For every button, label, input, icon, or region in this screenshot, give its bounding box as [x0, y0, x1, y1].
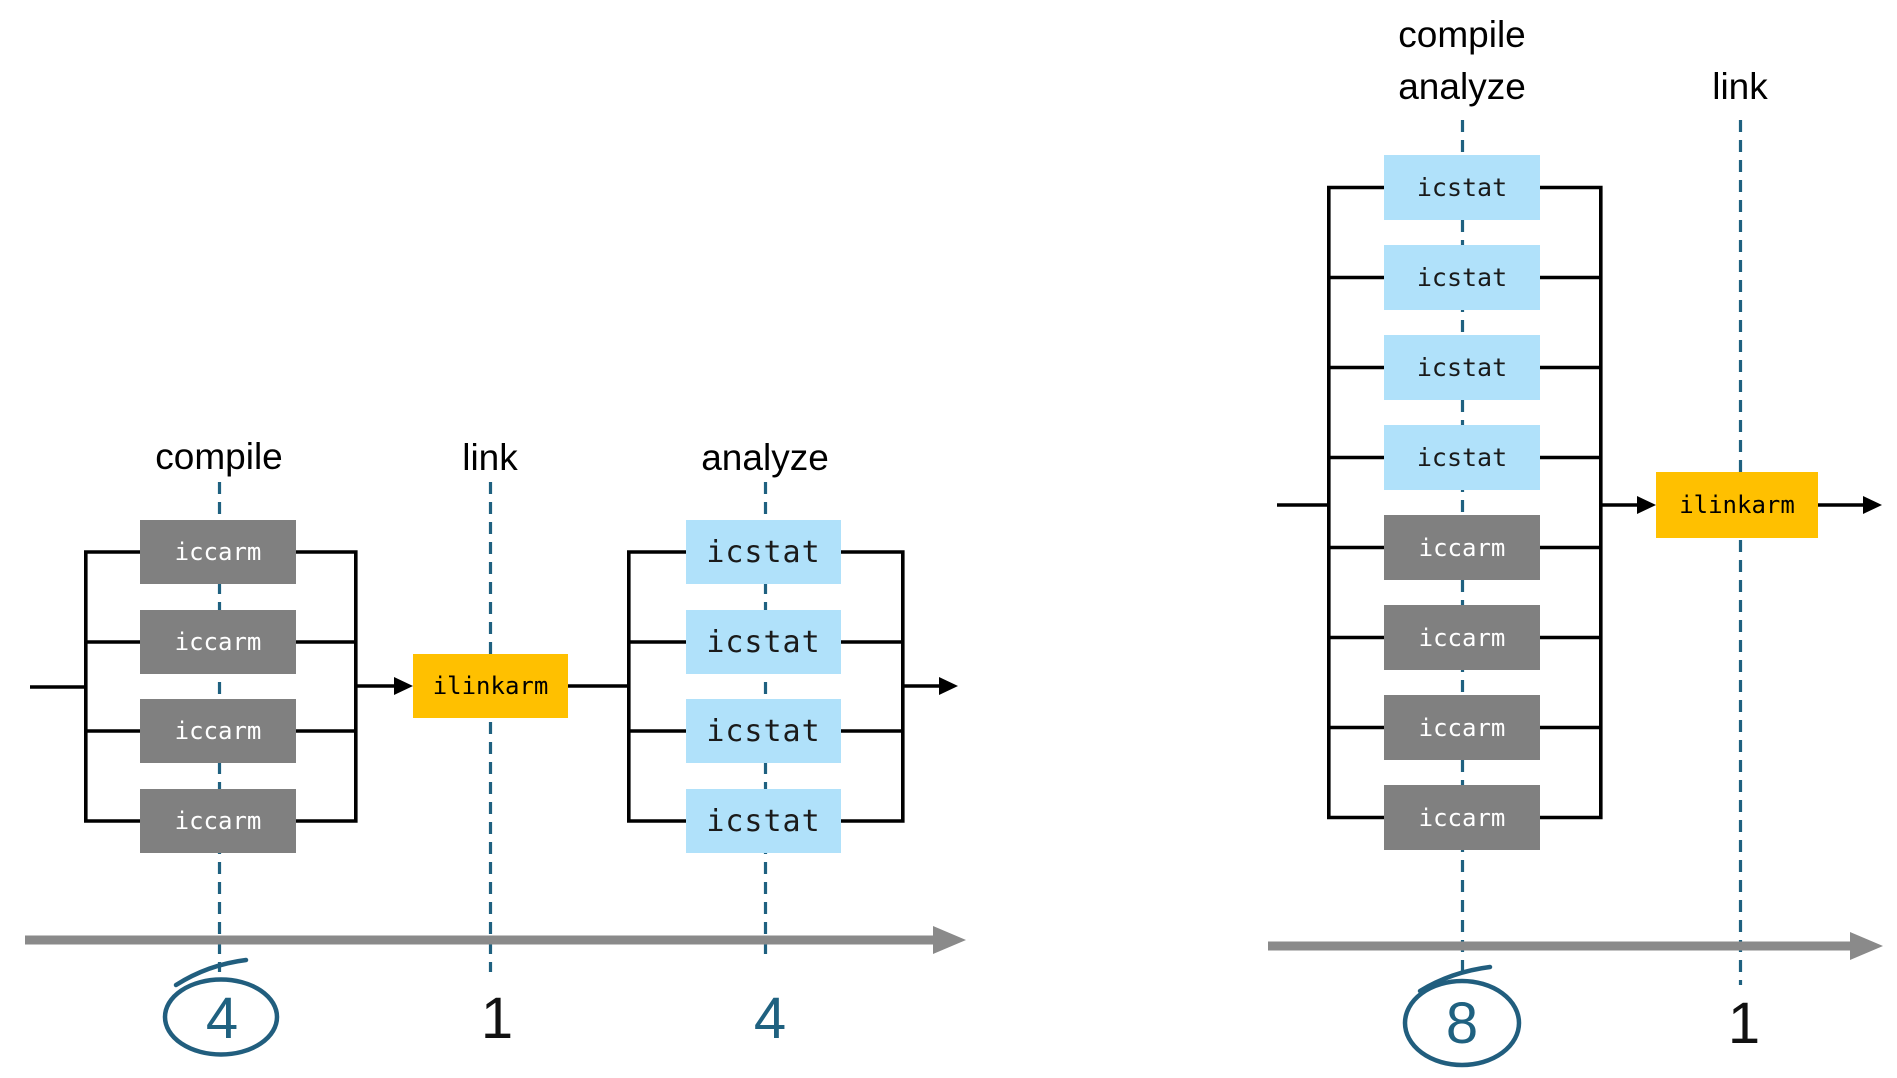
left-count-circle: [162, 977, 280, 1057]
icstat-box: icstat: [686, 789, 841, 853]
left-count-compile: 4: [205, 986, 239, 1051]
icstat-box: icstat: [1384, 425, 1540, 490]
right-phase-label-compile: compile: [1398, 14, 1526, 55]
left-count-circle-tail: [173, 957, 249, 988]
ilinkarm-box: ilinkarm: [1656, 472, 1818, 538]
icstat-box: icstat: [686, 610, 841, 674]
right-timeline-arrowhead-icon: [1850, 932, 1883, 960]
left-analyze-bracket-left: [627, 550, 686, 823]
icstat-box: icstat: [1384, 335, 1540, 400]
icstat-box: icstat: [1384, 245, 1540, 310]
right-count-circle: [1402, 978, 1522, 1068]
iccarm-box: iccarm: [140, 610, 296, 674]
left-compile-bracket-left: [84, 550, 140, 823]
right-phase-label-analyze: analyze: [1398, 66, 1526, 107]
iccarm-box: iccarm: [1384, 695, 1540, 760]
iccarm-box: iccarm: [1384, 605, 1540, 670]
left-timeline-arrowhead-icon: [933, 926, 966, 954]
left-analyze-bracket-right: [841, 550, 905, 823]
iccarm-box: iccarm: [140, 789, 296, 853]
iccarm-box: iccarm: [140, 520, 296, 584]
right-link-arrowhead-icon: [1637, 496, 1656, 514]
right-count-circle-tail: [1417, 964, 1493, 994]
icstat-box: icstat: [1384, 155, 1540, 220]
right-phase-label-link: link: [1712, 66, 1768, 107]
iccarm-box: iccarm: [1384, 515, 1540, 580]
right-bracket-left: [1327, 185, 1384, 820]
icstat-box: icstat: [686, 699, 841, 763]
left-count-analyze: 4: [753, 986, 787, 1051]
right-output-arrowhead-icon: [1863, 496, 1882, 514]
left-link-arrowhead-icon: [394, 677, 413, 695]
left-phase-label-analyze: analyze: [701, 437, 829, 478]
ilinkarm-box: ilinkarm: [413, 654, 568, 718]
iccarm-box: iccarm: [1384, 785, 1540, 850]
right-count-compile-analyze: 8: [1445, 991, 1479, 1056]
left-phase-label-link: link: [462, 437, 518, 478]
right-bracket-right: [1540, 185, 1603, 820]
left-phase-label-compile: compile: [155, 436, 283, 477]
iccarm-box: iccarm: [140, 699, 296, 763]
icstat-box: icstat: [686, 520, 841, 584]
left-output-arrowhead-icon: [939, 677, 958, 695]
left-compile-bracket-right: [296, 550, 358, 823]
right-count-link: 1: [1727, 991, 1761, 1056]
left-count-link: 1: [480, 986, 514, 1051]
